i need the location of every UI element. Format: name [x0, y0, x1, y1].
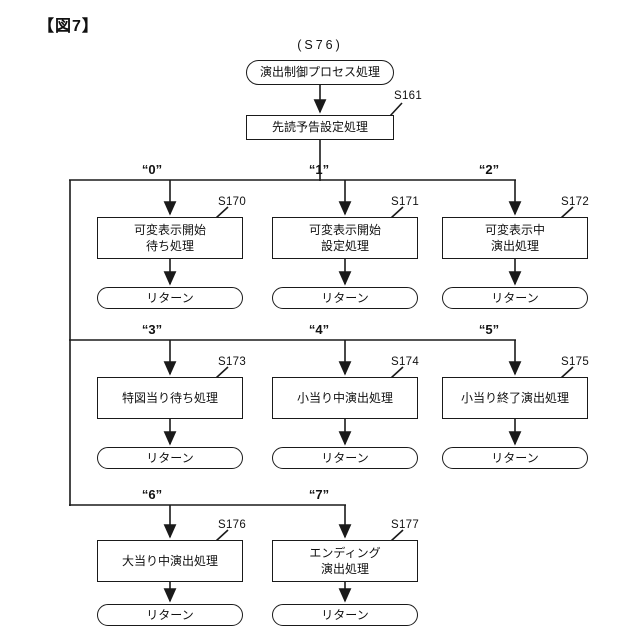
process-box-s177: エンディング 演出処理	[272, 540, 418, 582]
process-box-s173-line1: 特図当り待ち処理	[121, 390, 218, 405]
return-node-s172: リターン	[442, 287, 588, 309]
tick-s175	[560, 366, 574, 379]
case-label-0: “0”	[141, 162, 163, 177]
tick-s177	[390, 529, 404, 542]
process-box-s175: 小当り終了演出処理	[442, 377, 588, 419]
case-label-7: “7”	[308, 487, 330, 502]
case-label-4: “4”	[308, 322, 330, 337]
process-box-s170: 可変表示開始 待ち処理	[97, 217, 243, 259]
step-label-s175: S175	[561, 356, 590, 368]
case-label-5: “5”	[478, 322, 500, 337]
process-box-s177-line2: 演出処理	[320, 562, 369, 576]
start-step-label: (S76)	[297, 38, 343, 52]
process-box-s172: 可変表示中 演出処理	[442, 217, 588, 259]
process-box-s174-line1: 小当り中演出処理	[296, 390, 393, 405]
case-label-2: “2”	[478, 162, 500, 177]
return-node-s170: リターン	[97, 287, 243, 309]
process-box-s170-line1: 可変表示開始	[133, 222, 206, 237]
process-box-s171-line1: 可変表示開始	[308, 222, 381, 237]
case-label-6: “6”	[141, 487, 163, 502]
tick-s161	[389, 102, 403, 117]
process-box-s170-line2: 待ち処理	[145, 239, 194, 253]
process-box-s171: 可変表示開始 設定処理	[272, 217, 418, 259]
figure-label: 【図7】	[38, 18, 99, 35]
tick-s170	[215, 206, 229, 219]
process-box-s177-line1: エンディング	[309, 545, 381, 560]
tick-s176	[215, 529, 229, 542]
step-label-s171: S171	[391, 196, 420, 208]
start-node: 演出制御プロセス処理	[246, 60, 394, 85]
case-label-3: “3”	[141, 322, 163, 337]
process-box-s171-line2: 設定処理	[320, 239, 369, 253]
process-box-s172-line1: 可変表示中	[484, 222, 545, 237]
process-box-s176: 大当り中演出処理	[97, 540, 243, 582]
tick-s174	[390, 366, 404, 379]
step-label-s177: S177	[391, 519, 420, 531]
process-box-s161: 先読予告設定処理	[246, 115, 394, 140]
step-label-s170: S170	[218, 196, 247, 208]
step-label-s173: S173	[218, 356, 247, 368]
return-node-s173: リターン	[97, 447, 243, 469]
step-label-s176: S176	[218, 519, 247, 531]
tick-s171	[390, 206, 404, 219]
process-box-s172-line2: 演出処理	[490, 239, 539, 253]
return-node-s174: リターン	[272, 447, 418, 469]
process-box-s173: 特図当り待ち処理	[97, 377, 243, 419]
return-node-s171: リターン	[272, 287, 418, 309]
return-node-s176: リターン	[97, 604, 243, 626]
return-node-s177: リターン	[272, 604, 418, 626]
process-box-s161-title: 先読予告設定処理	[271, 120, 368, 135]
tick-s173	[215, 366, 229, 379]
case-label-1: “1”	[308, 162, 330, 177]
return-node-s175: リターン	[442, 447, 588, 469]
start-node-title: 演出制御プロセス処理	[259, 65, 380, 80]
step-label-s174: S174	[391, 356, 420, 368]
step-label-s161: S161	[394, 90, 423, 102]
tick-s172	[560, 206, 574, 219]
step-label-s172: S172	[561, 196, 590, 208]
process-box-s176-line1: 大当り中演出処理	[121, 553, 218, 568]
process-box-s174: 小当り中演出処理	[272, 377, 418, 419]
process-box-s175-line1: 小当り終了演出処理	[460, 390, 569, 405]
